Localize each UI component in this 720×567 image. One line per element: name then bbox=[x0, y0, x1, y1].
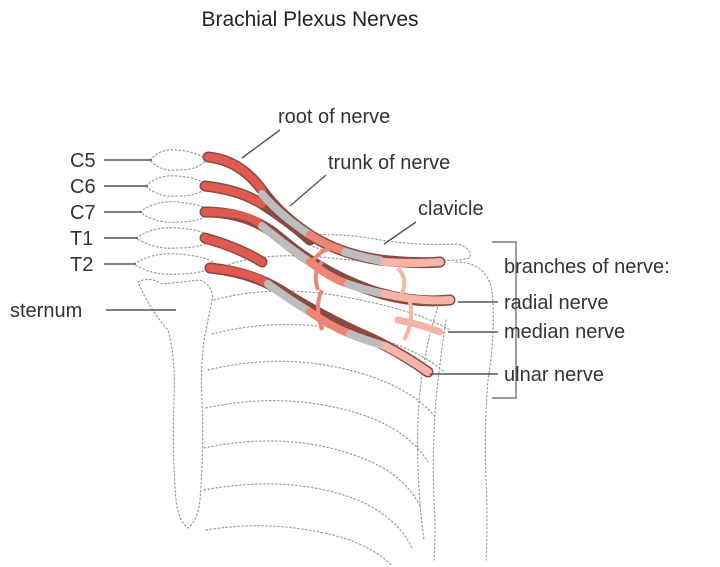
ulnar-branch bbox=[381, 342, 432, 376]
labels: C5 C6 C7 T1 T2 sternum root of nerve tru… bbox=[10, 106, 670, 399]
vertebra-t2 bbox=[132, 253, 217, 275]
middle-trunk bbox=[258, 222, 314, 266]
median-branch bbox=[394, 316, 444, 336]
label-root: root of nerve bbox=[278, 106, 390, 128]
label-median: median nerve bbox=[504, 321, 625, 343]
label-trunk: trunk of nerve bbox=[328, 152, 450, 174]
rib-4 bbox=[205, 400, 429, 463]
label-radial: radial nerve bbox=[504, 292, 609, 314]
label-t2: T2 bbox=[70, 254, 93, 276]
connector-mid bbox=[313, 260, 324, 291]
leader-root bbox=[241, 129, 281, 159]
label-sternum: sternum bbox=[10, 300, 82, 322]
humerus-bone bbox=[455, 261, 494, 561]
leader-clavicle bbox=[383, 221, 417, 245]
branches-bracket bbox=[492, 241, 517, 399]
label-t1: T1 bbox=[70, 228, 93, 250]
leader-trunk bbox=[289, 174, 327, 207]
rib-5 bbox=[203, 440, 421, 507]
nerve-t1-root bbox=[201, 234, 266, 266]
nerve-c5-root bbox=[204, 153, 266, 194]
label-branches: branches of nerve: bbox=[504, 256, 670, 278]
label-c7: C7 bbox=[70, 202, 96, 224]
lateral-cord bbox=[341, 248, 389, 266]
rib-7 bbox=[205, 525, 393, 567]
radial-branch bbox=[381, 290, 454, 305]
nerves bbox=[199, 151, 456, 378]
vertebra-c5 bbox=[149, 149, 207, 171]
rib-6 bbox=[203, 483, 413, 549]
connector-radial bbox=[396, 266, 407, 298]
humerus-inner bbox=[432, 319, 447, 561]
nerve-c6-root bbox=[201, 182, 266, 208]
rib-3 bbox=[207, 360, 437, 419]
label-clavicle: clavicle bbox=[418, 198, 484, 220]
diagram-title: Brachial Plexus Nerves bbox=[201, 8, 418, 31]
sternum-bone bbox=[137, 278, 213, 529]
label-ulnar: ulnar nerve bbox=[504, 364, 604, 386]
label-c6: C6 bbox=[70, 176, 96, 198]
nerve-t2-root bbox=[206, 264, 272, 288]
upper-branch bbox=[381, 258, 444, 267]
vertebra-c6 bbox=[145, 175, 209, 197]
rib-1 bbox=[213, 290, 451, 331]
lower-trunk bbox=[264, 280, 314, 316]
scapula-edge bbox=[417, 299, 441, 541]
connector-lower bbox=[316, 289, 324, 331]
label-c5: C5 bbox=[70, 150, 96, 172]
upper-trunk bbox=[258, 190, 314, 239]
connector-upper bbox=[310, 246, 336, 264]
